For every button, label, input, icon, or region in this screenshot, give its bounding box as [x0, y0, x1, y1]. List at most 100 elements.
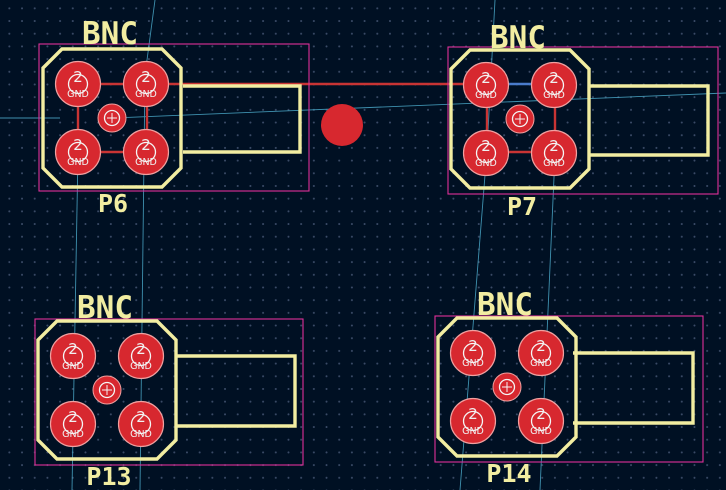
pad-number: 2: [73, 68, 83, 86]
pad-copper: [530, 129, 578, 177]
pad-copper: [54, 60, 102, 108]
center-pad-drill: [103, 109, 121, 127]
footprint-value-label: BNC: [82, 16, 138, 52]
pad-net-name: GND: [62, 429, 84, 440]
silkscreen-body-outline: [36, 319, 178, 461]
pad-copper: [517, 397, 565, 445]
pad-drill: [67, 141, 89, 163]
footprint-value-label: BNC: [77, 290, 133, 326]
pad-drill: [475, 74, 497, 96]
pad-drill: [475, 142, 497, 164]
footprint-value-label: BNC: [477, 287, 533, 323]
courtyard-outline: [38, 43, 310, 192]
center-pad-drill: [98, 381, 116, 399]
pad-copper: [49, 332, 97, 380]
pad-drill: [130, 345, 152, 367]
pad-net-name: GND: [135, 157, 157, 168]
pad-net-name: GND: [475, 158, 497, 169]
silkscreen-body-outline: [436, 316, 578, 458]
silkscreen-tab-outline: [573, 351, 695, 425]
courtyard-outline: [34, 318, 304, 466]
pad-copper: [54, 128, 102, 176]
pad-net-name: GND: [67, 89, 89, 100]
pad-copper: [462, 129, 510, 177]
pad-number: 2: [536, 405, 546, 423]
footprint-reference-label: P14: [486, 459, 531, 488]
pad-number: 2: [468, 405, 478, 423]
courtyard-outline: [447, 46, 719, 195]
pad-drill: [62, 413, 84, 435]
mounting-hole[interactable]: [321, 104, 363, 146]
silkscreen-body-outline: [449, 48, 591, 190]
center-pad-drill: [498, 378, 516, 396]
silkscreen-tab-outline: [588, 84, 710, 157]
pad-drill: [530, 410, 552, 432]
footprint-reference-label: P6: [98, 189, 128, 218]
pad-copper: [530, 61, 578, 109]
silkscreen-tab-outline: [175, 354, 297, 428]
pad-number: 2: [68, 408, 78, 426]
pad-net-name: GND: [475, 90, 497, 101]
pad-net-name: GND: [130, 429, 152, 440]
pad-number: 2: [549, 69, 559, 87]
silkscreen-body-outline: [41, 47, 183, 189]
pad-net-name: GND: [462, 426, 484, 437]
footprint-reference-label: P7: [507, 192, 537, 221]
pad-drill: [130, 413, 152, 435]
pad-drill: [462, 410, 484, 432]
footprint-value-label: BNC: [490, 20, 546, 56]
pad-copper: [122, 128, 170, 176]
ratsnest-line: [111, 92, 726, 119]
pad-number: 2: [481, 137, 491, 155]
pad-net-name: GND: [530, 426, 552, 437]
pad-number: 2: [68, 340, 78, 358]
pad-net-name: GND: [135, 89, 157, 100]
pad-drill: [543, 142, 565, 164]
pad-number: 2: [73, 136, 83, 154]
pad-copper: [117, 400, 165, 448]
pad-number: 2: [536, 337, 546, 355]
pad-drill: [462, 342, 484, 364]
pad-number: 2: [141, 68, 151, 86]
pad-number: 2: [141, 136, 151, 154]
pad-number: 2: [481, 69, 491, 87]
pad-drill: [543, 74, 565, 96]
pad-drill: [67, 73, 89, 95]
pad-copper: [122, 60, 170, 108]
pad-net-name: GND: [67, 157, 89, 168]
center-pad-drill: [511, 110, 529, 128]
pad-copper: [517, 329, 565, 377]
pad-drill: [62, 345, 84, 367]
pad-net-name: GND: [530, 358, 552, 369]
pad-net-name: GND: [543, 90, 565, 101]
pad-number: 2: [136, 408, 146, 426]
pad-drill: [135, 73, 157, 95]
pad-net-name: GND: [543, 158, 565, 169]
pad-net-name: GND: [462, 358, 484, 369]
pad-drill: [135, 141, 157, 163]
footprint-reference-label: P13: [86, 462, 131, 490]
courtyard-outline: [434, 315, 704, 463]
pad-copper: [462, 61, 510, 109]
